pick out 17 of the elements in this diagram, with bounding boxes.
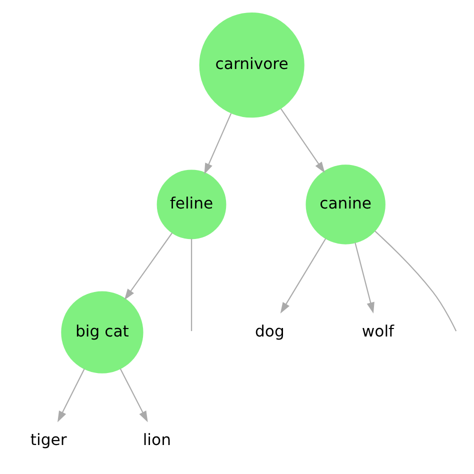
arrow [57, 368, 84, 422]
node-circle: feline [156, 170, 226, 240]
node-text: dog [254, 321, 284, 340]
arrow [204, 113, 232, 174]
node-text: tiger [30, 430, 66, 450]
node-circle: canine [305, 164, 385, 244]
arrow [280, 238, 326, 314]
node-text: wolf [361, 321, 394, 340]
arrow [124, 232, 172, 300]
connector [190, 238, 192, 332]
node-circle: carnivore [198, 12, 304, 118]
arrow [280, 108, 324, 174]
arrow [119, 368, 148, 422]
connector [374, 230, 456, 332]
node-text: lion [142, 430, 170, 450]
node-circle: big cat [60, 291, 143, 374]
arrow [354, 242, 374, 314]
